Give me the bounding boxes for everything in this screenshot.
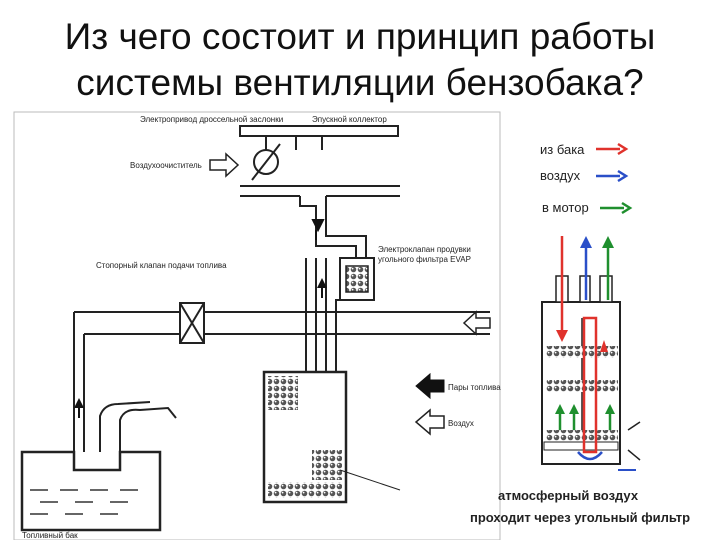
legend-label-from-tank: из бака <box>540 142 585 157</box>
legend: из бака воздух в мотор <box>540 142 633 215</box>
air-cleaner-label: Воздухоочиститель <box>130 161 202 170</box>
fuel-vapor-label: Пары топлива <box>448 383 501 392</box>
canister-granules-top <box>268 376 298 410</box>
fuel-level-marks <box>30 489 138 515</box>
filler-neck-inner <box>99 401 151 452</box>
caption-line-1: атмосферный воздух <box>498 488 639 503</box>
purge-valve-label-1: Электроклапан продувки <box>378 245 471 254</box>
intake-manifold-duct <box>239 125 399 137</box>
legend-arrow-from-tank <box>596 142 629 156</box>
flow-to-engine <box>555 236 615 430</box>
canister-granules-mid <box>312 450 342 480</box>
canister-section <box>541 236 641 471</box>
schematic-labels: Электропривод дроссельной заслонки Эпуск… <box>22 115 501 540</box>
schematic <box>13 111 501 540</box>
granules-band-3 <box>546 430 618 442</box>
flow-from-tank <box>556 236 608 454</box>
air-cleaner-arrow <box>209 152 240 178</box>
canister-leader <box>339 469 401 491</box>
inlet-arrow <box>462 310 491 336</box>
legend-label-air: воздух <box>540 168 581 183</box>
slide-title: Из чего состоит и принцип работы системы… <box>0 14 720 106</box>
up-arrow-2 <box>317 278 327 288</box>
fuel-tank <box>20 450 162 532</box>
legend-arrow-air <box>596 169 629 183</box>
up-arrow-1 <box>311 219 325 240</box>
legend-arrow-head <box>617 142 629 156</box>
air-key-arrow <box>414 408 445 436</box>
legend-arrow-head <box>621 201 633 215</box>
canister-granules-bottom <box>268 482 342 498</box>
canister-port-3 <box>599 275 613 303</box>
purge-line-top-2 <box>325 196 367 258</box>
purge-valve-label-2: угольного фильтра EVAP <box>378 255 471 264</box>
purge-to-canister <box>335 299 340 372</box>
canister-outlet <box>627 421 641 461</box>
fuel-vapor-key-arrow <box>415 372 445 400</box>
title-line-1: Из чего состоит и принцип работы <box>64 16 656 57</box>
throttle-plate <box>251 143 281 181</box>
air-label: Воздух <box>448 419 474 428</box>
caption: атмосферный воздух проходит через угольн… <box>470 488 690 525</box>
title-line-2: системы вентиляции бензобака? <box>76 62 644 103</box>
schematic-arrows <box>74 152 491 436</box>
shutoff-valve-label: Стопорный клапан подачи топлива <box>96 261 227 270</box>
legend-label-to-engine: в мотор <box>542 200 589 215</box>
granules-band-1 <box>546 346 618 358</box>
purge-line-top <box>299 196 357 258</box>
throttle-actuator-label: Электропривод дроссельной заслонки <box>140 115 283 124</box>
caption-line-2: проходит через угольный фильтр <box>470 510 690 525</box>
canister-grid <box>543 441 619 451</box>
schematic-frame <box>13 111 501 540</box>
up-arrow-tank <box>74 398 84 408</box>
fuel-tank-label: Топливный бак <box>22 531 78 540</box>
flow-air <box>577 236 636 471</box>
filler-neck <box>119 406 177 452</box>
shutoff-valve-x2 <box>179 302 205 344</box>
intake-manifold-label: Эпускной коллектор <box>312 115 387 124</box>
purge-valve-coil <box>345 265 369 293</box>
legend-arrow-head <box>617 169 629 183</box>
granules-band-2 <box>546 380 618 392</box>
legend-arrow-to-engine <box>600 201 633 215</box>
